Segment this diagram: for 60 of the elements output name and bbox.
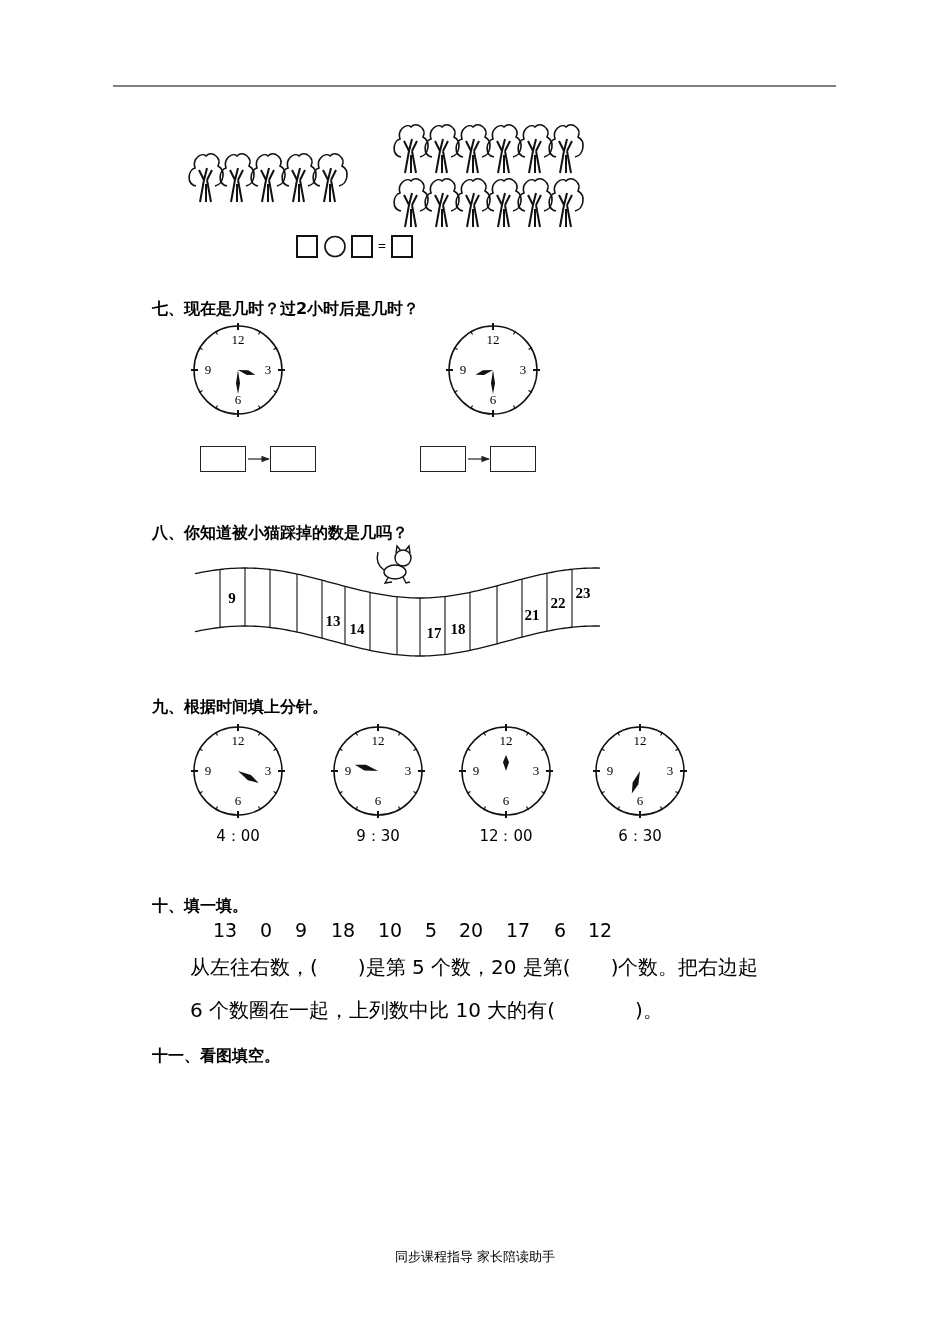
clock-numeral: 6: [636, 793, 644, 809]
section-heading: 七、现在是几时？过2小时后是几时？: [152, 300, 420, 318]
number-item: 0: [259, 919, 273, 941]
strip-number: 21: [524, 606, 540, 624]
clock-numeral: 12: [231, 733, 245, 749]
number-item: 5: [424, 919, 438, 941]
equals-sign: =: [378, 239, 386, 255]
clock-numeral: 3: [666, 763, 674, 779]
strip-number: 13: [325, 612, 341, 630]
clock-numeral: 6: [234, 793, 242, 809]
strip-number: 14: [349, 620, 365, 638]
clock-numeral: 3: [519, 362, 527, 378]
clock-numeral: 12: [499, 733, 513, 749]
clock-numeral: 6: [502, 793, 510, 809]
clock-numeral: 3: [532, 763, 540, 779]
clock-numeral: 12: [633, 733, 647, 749]
arrow: [247, 455, 270, 463]
number-item: 10: [377, 919, 403, 941]
section-heading: 八、你知道被小猫踩掉的数是几吗？: [152, 524, 408, 542]
time-label: 9：30: [356, 827, 400, 845]
clock-numeral: 9: [472, 763, 480, 779]
clock-numeral: 6: [489, 392, 497, 408]
strip-number: 17: [426, 624, 442, 642]
answer-box: [270, 446, 316, 472]
strip-number: 9: [228, 589, 236, 607]
question-text: 从左往右数，( )是第 5 个数，20 是第( )个数。把右边起 6 个数圈在一起，上列数中比 10 大的有( )。: [190, 954, 760, 1024]
strip-number: 23: [575, 584, 591, 602]
section-heading: 十、填一填。: [152, 897, 248, 915]
strip-number: 22: [550, 594, 566, 612]
number-item: 9: [294, 919, 308, 941]
answer-box: [200, 446, 246, 472]
clock-numeral: 6: [374, 793, 382, 809]
clock-numeral: 3: [264, 763, 272, 779]
clock-numeral: 9: [459, 362, 467, 378]
clock-numeral: 9: [344, 763, 352, 779]
number-item: 12: [587, 919, 613, 941]
clock-numeral: 12: [371, 733, 385, 749]
clock-numeral: 3: [264, 362, 272, 378]
number-item: 18: [330, 919, 356, 941]
strip-number: 18: [450, 620, 466, 638]
number-item: 6: [553, 919, 567, 941]
clock-numeral: 9: [606, 763, 614, 779]
clock-numeral: 3: [404, 763, 412, 779]
section-heading: 十一、看图填空。: [152, 1047, 280, 1065]
clock-numeral: 12: [486, 332, 500, 348]
number-item: 17: [505, 919, 531, 941]
footer-text: 同步课程指导 家长陪读助手: [395, 1249, 555, 1265]
answer-box: [420, 446, 466, 472]
time-label: 12：00: [479, 827, 533, 845]
number-item: 13: [212, 919, 238, 941]
answer-box: [490, 446, 536, 472]
clock-numeral: 12: [231, 332, 245, 348]
section-heading: 九、根据时间填上分针。: [152, 698, 328, 716]
time-label: 4：00: [216, 827, 260, 845]
clock-numeral: 9: [204, 763, 212, 779]
arrow: [467, 455, 490, 463]
clock-numeral: 9: [204, 362, 212, 378]
time-label: 6：30: [618, 827, 662, 845]
number-item: 20: [458, 919, 484, 941]
clock-numeral: 6: [234, 392, 242, 408]
